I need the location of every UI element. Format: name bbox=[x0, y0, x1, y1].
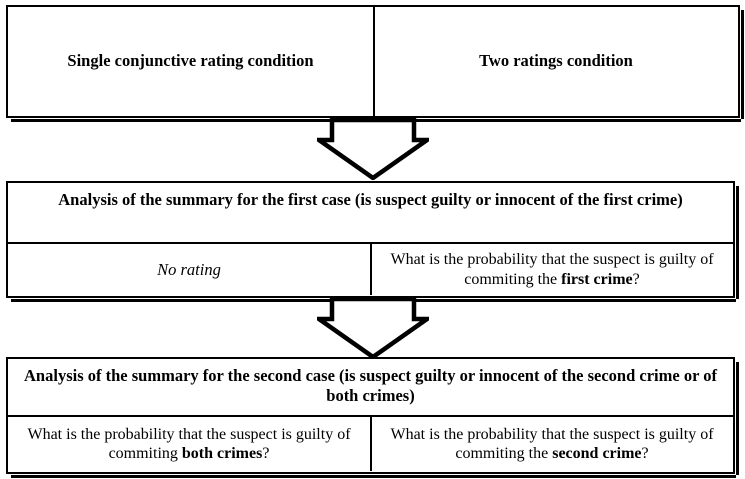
stage-second-case: Analysis of the summary for the second c… bbox=[6, 357, 739, 478]
first-case-header: Analysis of the summary for the first ca… bbox=[8, 183, 733, 244]
second-case-right-question-suffix: ? bbox=[641, 445, 649, 462]
first-case-question-prefix: What is the probability that the suspect… bbox=[390, 251, 714, 288]
second-case-left-question-text: What is the probability that the suspect… bbox=[16, 425, 362, 463]
condition-cell-single-conjunctive: Single conjunctive rating condition bbox=[8, 7, 375, 116]
condition-label-two-ratings: Two ratings condition bbox=[479, 51, 633, 71]
second-case-left-question-emphasis: both crimes bbox=[181, 445, 263, 462]
second-case-right-question-emphasis: second crime bbox=[552, 445, 642, 462]
first-case-question-text: What is the probability that the suspect… bbox=[380, 250, 724, 288]
second-case-header: Analysis of the summary for the second c… bbox=[8, 359, 733, 417]
second-case-right-cell-question: What is the probability that the suspect… bbox=[372, 417, 732, 471]
stage-experimental-conditions: Single conjunctive rating condition Two … bbox=[6, 5, 744, 122]
second-case-left-question-suffix: ? bbox=[262, 445, 270, 462]
condition-cell-two-ratings: Two ratings condition bbox=[375, 7, 737, 116]
first-case-right-cell-question: What is the probability that the suspect… bbox=[372, 244, 732, 295]
first-case-body: No rating What is the probability that t… bbox=[8, 244, 733, 295]
first-case-question-suffix: ? bbox=[632, 270, 640, 288]
arrow-first-case-to-second-case-icon bbox=[317, 297, 429, 359]
second-case-right-question-text: What is the probability that the suspect… bbox=[380, 425, 724, 463]
first-case-question-emphasis: first crime bbox=[561, 270, 633, 288]
second-case-right-question-prefix: What is the probability that the suspect… bbox=[390, 425, 714, 462]
arrow-conditions-to-first-case-icon bbox=[317, 118, 429, 180]
stage-first-case: Analysis of the summary for the first ca… bbox=[6, 181, 739, 302]
second-case-left-cell-question: What is the probability that the suspect… bbox=[8, 417, 372, 471]
second-case-left-question-prefix: What is the probability that the suspect… bbox=[27, 425, 351, 462]
second-case-body: What is the probability that the suspect… bbox=[8, 417, 733, 471]
first-case-left-cell-no-rating: No rating bbox=[8, 244, 372, 295]
first-case-no-rating-label: No rating bbox=[157, 259, 221, 279]
condition-label-single-conjunctive: Single conjunctive rating condition bbox=[67, 51, 314, 71]
